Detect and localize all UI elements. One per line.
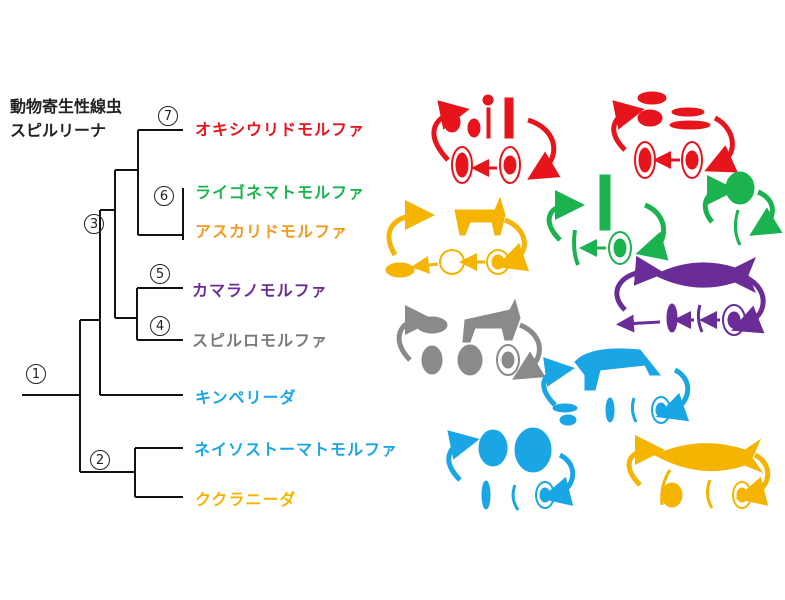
taxon-ascaridomorpha: アスカリドモルファ xyxy=(195,222,349,241)
taxon-camallanomorpha: カマラノモルファ xyxy=(192,281,328,300)
title-line-1: 動物寄生性線虫 xyxy=(10,97,123,116)
life-cycle-ascarid xyxy=(385,196,530,278)
life-cycle-oxyurid-vertebrate xyxy=(611,91,738,179)
life-cycle-oxyurid-insect xyxy=(431,94,561,184)
taxon-cucullanida: ククラニーダ xyxy=(195,490,297,509)
taxon-rhigonematomorpha: ライゴネマトモルファ xyxy=(195,183,366,202)
life-cycle-spirurid xyxy=(396,298,546,380)
taxon-gnathostomatomorpha: ネイソストーマトモルファ xyxy=(194,440,399,459)
node-label-6: 6 xyxy=(154,186,174,206)
taxon-spiruromorpha: スピルロモルファ xyxy=(192,331,329,350)
node-label-7: 7 xyxy=(158,106,178,126)
life-cycle-rhigonematid-frog xyxy=(702,171,783,246)
life-cycle-cucullanid xyxy=(626,435,771,509)
life-cycle-gnathostomatid xyxy=(446,427,576,511)
taxon-cinperida: キンペリーダ xyxy=(195,388,297,407)
node-label-2: 2 xyxy=(90,450,110,470)
life-cycle-rhigonematid-millipede xyxy=(546,174,669,266)
node-label-4: 4 xyxy=(150,316,170,336)
life-cycle-cinperida xyxy=(541,348,691,426)
node-label-1: 1 xyxy=(26,364,46,384)
figure-title: 動物寄生性線虫 スピルリーナ xyxy=(10,95,122,143)
life-cycle-camallanid xyxy=(614,255,766,336)
taxon-oxyuridomorpha: オキシウリドモルファ xyxy=(195,120,366,139)
title-line-2: スピルリーナ xyxy=(10,121,107,140)
node-label-5: 5 xyxy=(150,264,170,284)
node-label-3: 3 xyxy=(84,214,104,234)
